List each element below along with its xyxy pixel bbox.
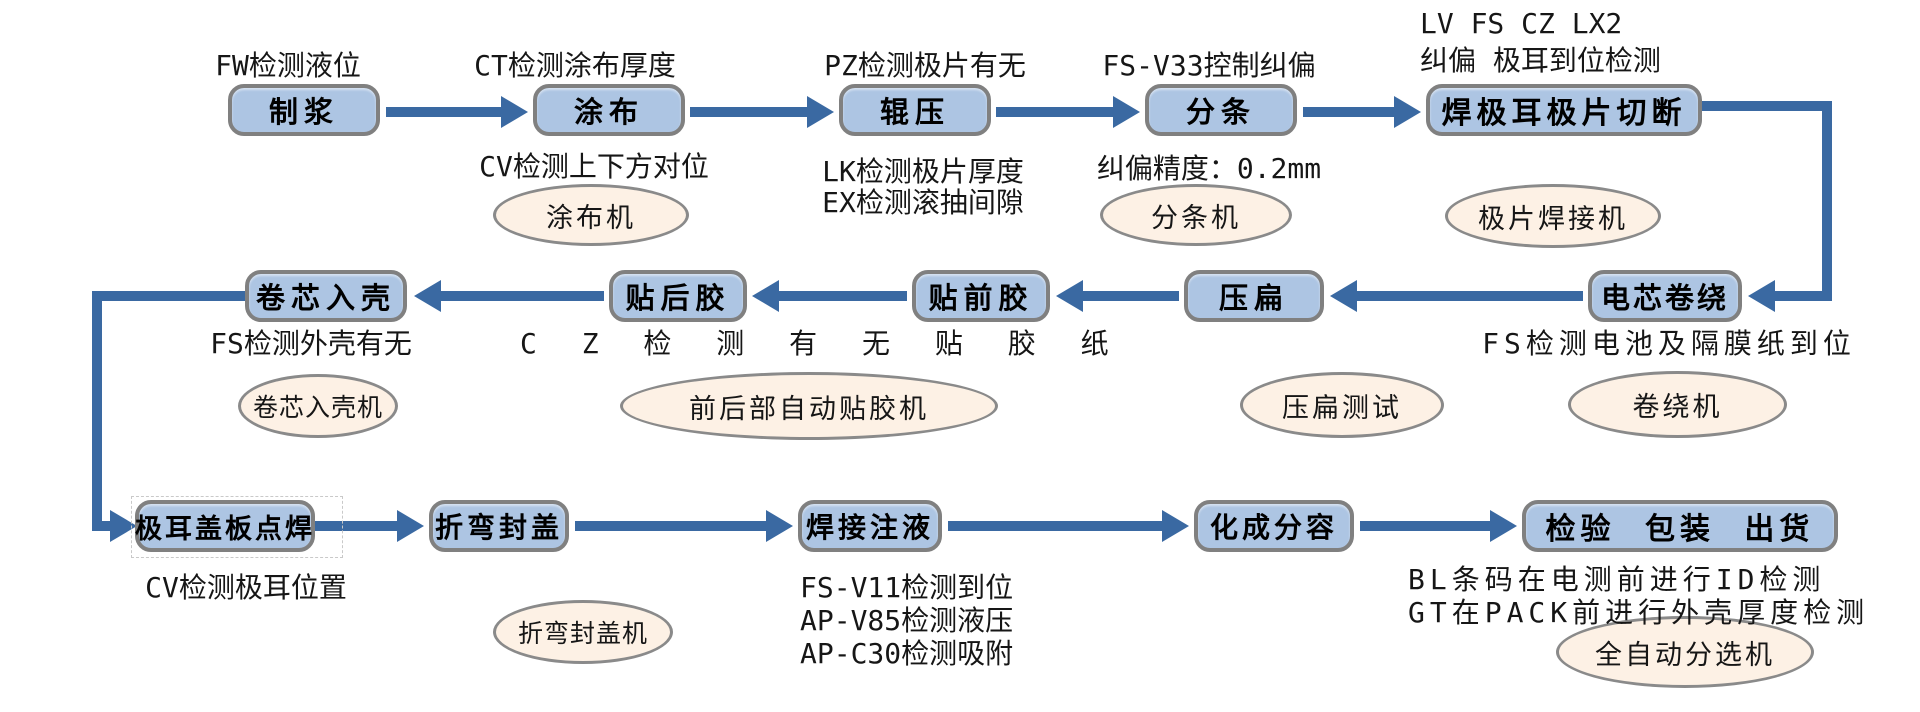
flow-line xyxy=(441,291,604,301)
flow-line xyxy=(996,107,1113,117)
arrow-left-icon xyxy=(1748,280,1775,312)
connector-elbow-feed xyxy=(1775,291,1832,301)
flow-line xyxy=(575,521,766,531)
machine-flatten-tester: 压扁测试 xyxy=(1240,372,1444,438)
note-fsv33-correction: FS-V33控制纠偏 xyxy=(1102,49,1316,82)
note-cz-tape-check: C Z 检 测 有 无 贴 胶 纸 xyxy=(520,327,1123,360)
flow-line xyxy=(1357,291,1583,301)
note-pz-presence: PZ检测极片有无 xyxy=(824,49,1026,82)
arrow-left-icon xyxy=(414,280,441,312)
connector-elbow-left-top xyxy=(92,291,245,301)
node-formation-grading: 化成分容 xyxy=(1194,500,1354,552)
arrow-right-icon xyxy=(766,510,793,542)
connector-elbow-vertical xyxy=(1822,101,1832,301)
connector-elbow-left-vertical xyxy=(92,291,102,531)
connector-elbow-top xyxy=(1702,101,1832,111)
node-slurry: 制浆 xyxy=(228,84,380,136)
machine-auto-sorting: 全自动分选机 xyxy=(1556,616,1814,688)
machine-auto-taping: 前后部自动贴胶机 xyxy=(620,372,998,440)
node-slitting: 分条 xyxy=(1145,84,1297,136)
flow-line xyxy=(948,521,1162,531)
flow-line xyxy=(1303,107,1394,117)
arrow-right-icon xyxy=(1490,510,1517,542)
node-roll-press: 辊压 xyxy=(839,84,991,136)
arrow-right-icon xyxy=(501,96,528,128)
machine-bend-sealing: 折弯封盖机 xyxy=(493,600,673,664)
note-ct-thickness: CT检测涂布厚度 xyxy=(474,49,676,82)
arrow-left-icon xyxy=(1330,280,1357,312)
note-cv-tab-position: CV检测极耳位置 xyxy=(145,571,347,604)
arrow-right-icon xyxy=(1162,510,1189,542)
arrow-left-icon xyxy=(752,280,779,312)
machine-slitting: 分条机 xyxy=(1100,184,1292,246)
machine-winding: 卷绕机 xyxy=(1568,371,1787,438)
connector-elbow-left-feed xyxy=(92,521,111,531)
node-tab-cover-weld: 极耳盖板点焊 xyxy=(135,500,315,552)
note-apv85-pressure: AP-V85检测液压 xyxy=(800,604,1014,637)
note-ex-gap: EX检测滚抽间隙 xyxy=(822,186,1024,219)
arrow-right-icon xyxy=(110,510,137,542)
note-fs-cell-separator: FS检测电池及隔膜纸到位 xyxy=(1482,327,1856,360)
node-front-taping: 贴前胶 xyxy=(912,270,1050,322)
flow-line xyxy=(386,107,501,117)
note-gt-case-thickness: GT在PACK前进行外壳厚度检测 xyxy=(1408,596,1870,629)
node-bend-seal: 折弯封盖 xyxy=(429,500,569,552)
machine-coating: 涂布机 xyxy=(493,184,689,246)
flow-line xyxy=(1083,291,1179,301)
arrow-right-icon xyxy=(1113,96,1140,128)
note-apc30-adsorption: AP-C30检测吸附 xyxy=(800,637,1014,670)
flow-line xyxy=(315,521,397,531)
machine-core-casing: 卷芯入壳机 xyxy=(238,374,398,438)
note-cv-alignment: CV检测上下方对位 xyxy=(479,150,709,183)
node-tab-weld-cut: 焊极耳极片切断 xyxy=(1426,84,1702,136)
machine-electrode-welding: 极片焊接机 xyxy=(1445,184,1661,248)
note-fsv11-inplace: FS-V11检测到位 xyxy=(800,571,1014,604)
note-correction-accuracy: 纠偏精度：0.2mm xyxy=(1096,152,1322,185)
note-fw-level: FW检测液位 xyxy=(215,49,361,82)
note-fs-case-presence: FS检测外壳有无 xyxy=(210,327,412,360)
arrow-right-icon xyxy=(397,510,424,542)
flow-line xyxy=(1360,521,1490,531)
node-core-into-case: 卷芯入壳 xyxy=(245,270,407,322)
selection-artifact xyxy=(131,496,343,558)
note-lk-thickness: LK检测极片厚度 xyxy=(822,155,1024,188)
note-bl-barcode-id: BL条码在电测前进行ID检测 xyxy=(1408,563,1826,596)
flow-line xyxy=(690,107,807,117)
node-inspect-pack-ship: 检验 包装 出货 xyxy=(1522,500,1838,552)
node-cell-winding: 电芯卷绕 xyxy=(1588,270,1742,322)
node-weld-inject: 焊接注液 xyxy=(798,500,942,552)
arrow-right-icon xyxy=(807,96,834,128)
arrow-left-icon xyxy=(1056,280,1083,312)
node-rear-taping: 贴后胶 xyxy=(609,270,747,322)
arrow-right-icon xyxy=(1394,96,1421,128)
note-lv-sensors-line2: 纠偏 极耳到位检测 xyxy=(1420,44,1661,77)
node-flattening: 压扁 xyxy=(1184,270,1324,322)
note-lv-sensors-line1: LV FS CZ LX2 xyxy=(1420,7,1623,40)
flow-line xyxy=(779,291,907,301)
node-coating: 涂布 xyxy=(533,84,685,136)
